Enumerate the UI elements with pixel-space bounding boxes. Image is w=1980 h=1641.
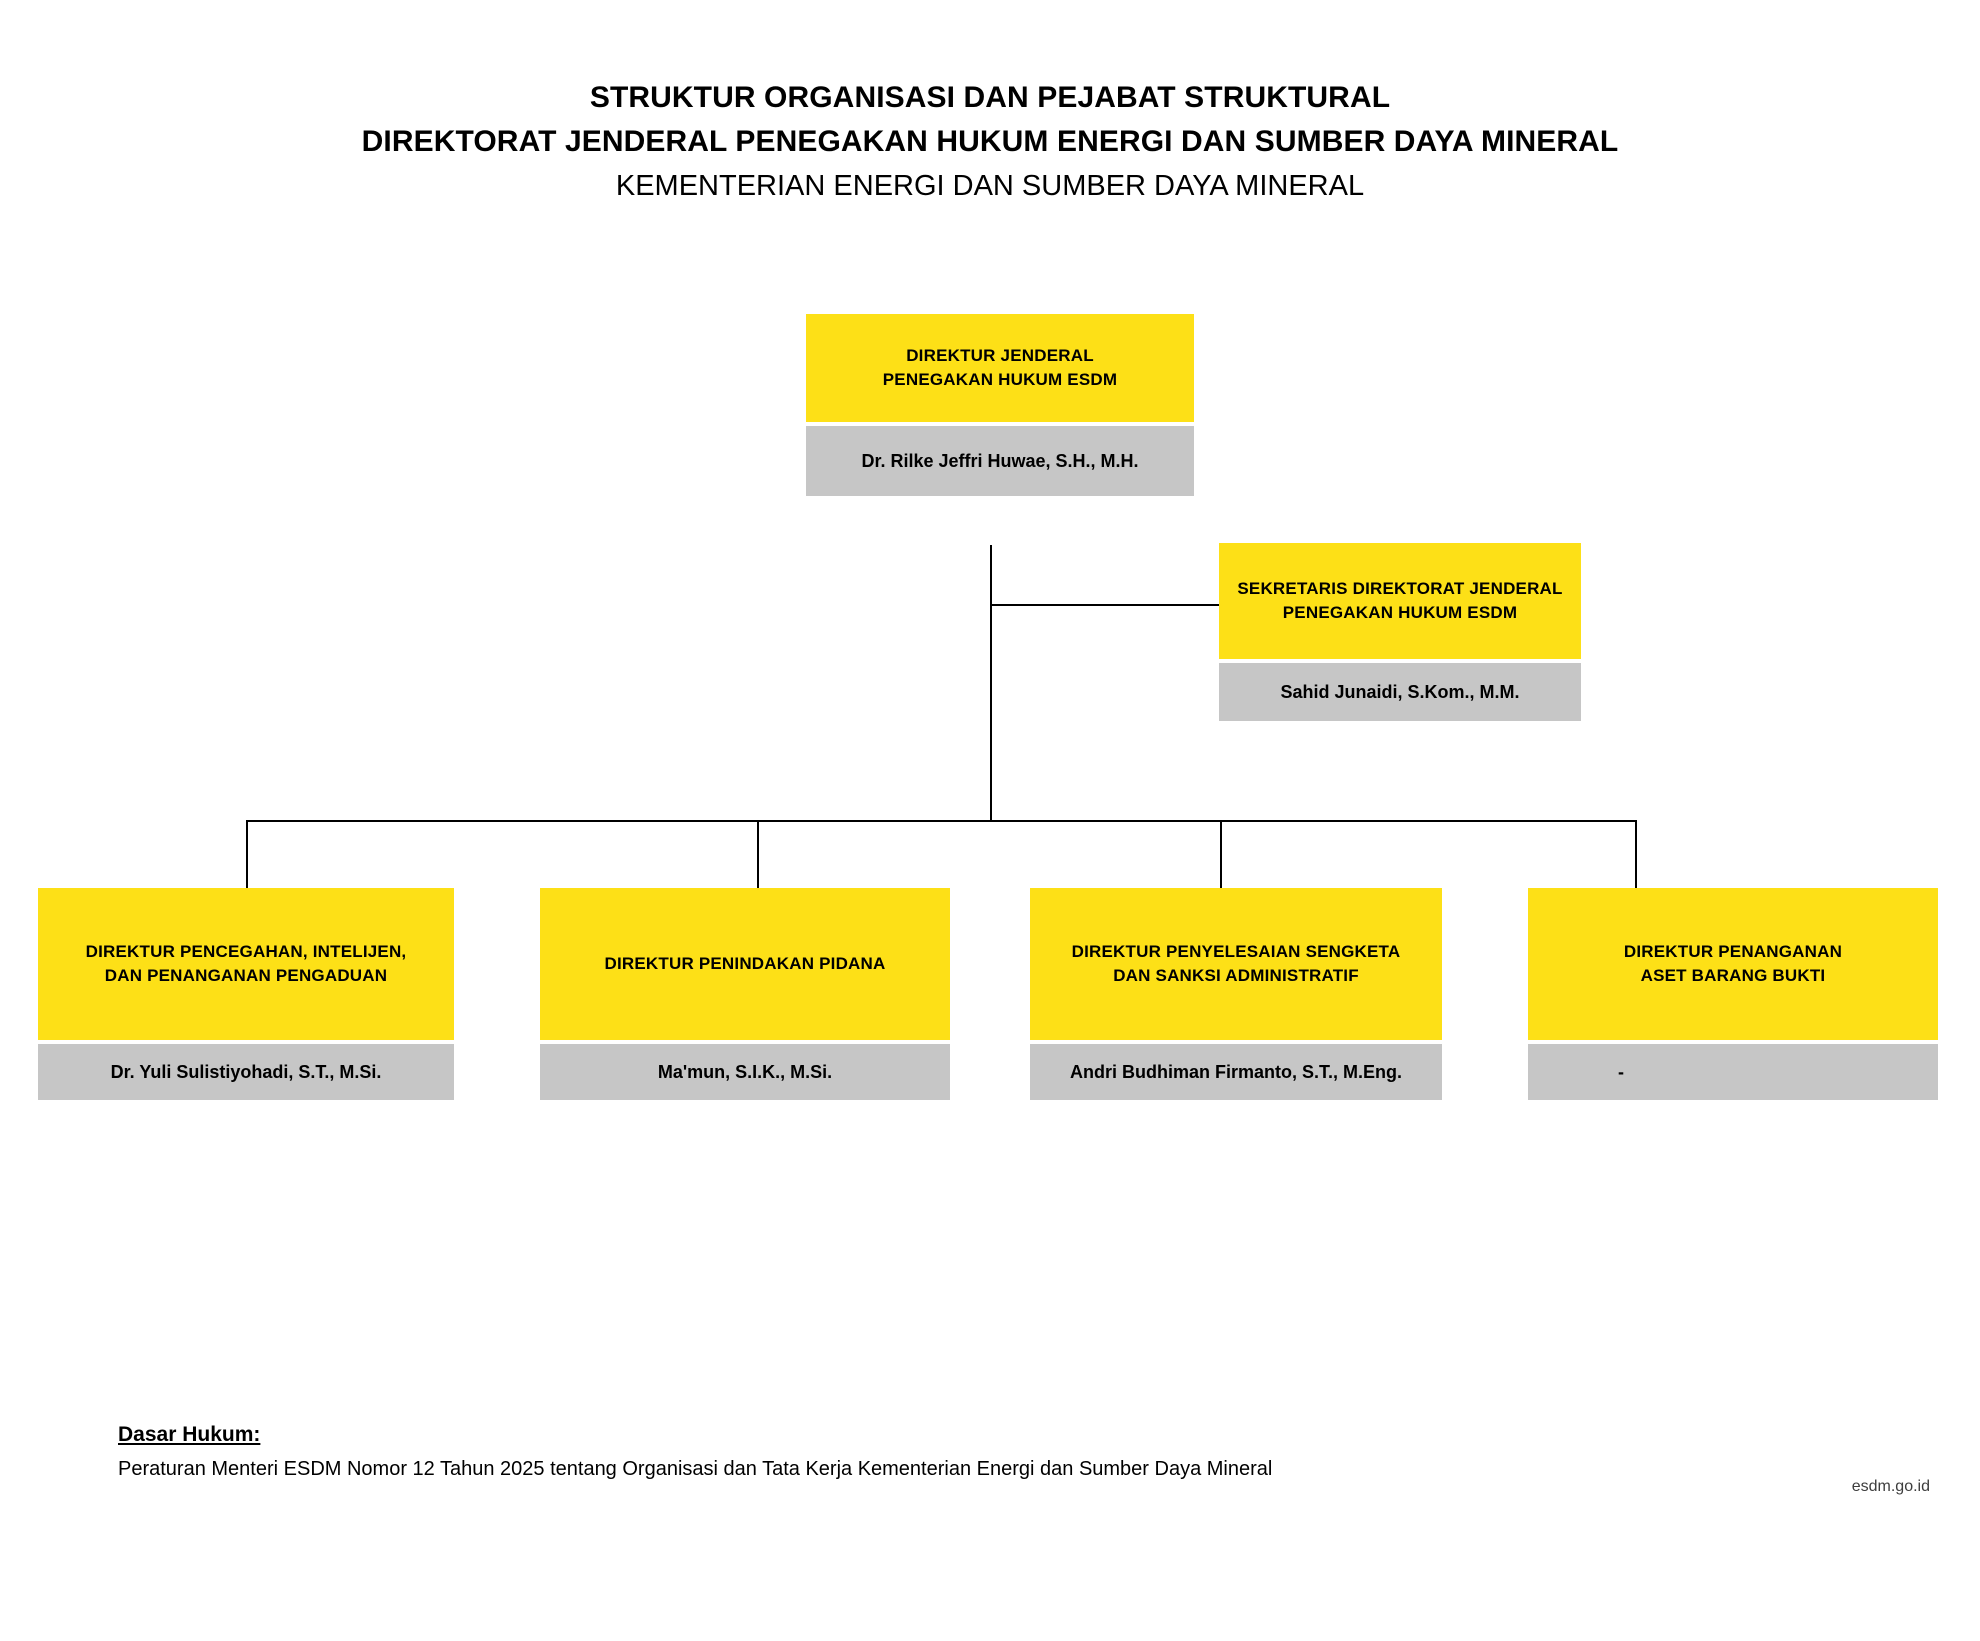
directorate-4-officer: - <box>1528 1044 1938 1100</box>
directorate-3-position: DIREKTUR PENYELESAIAN SENGKETA DAN SANKS… <box>1030 888 1442 1040</box>
connector-drop-3 <box>1220 820 1222 888</box>
connector-drop-2 <box>757 820 759 888</box>
secretary-position: SEKRETARIS DIREKTORAT JENDERAL PENEGAKAN… <box>1219 543 1581 659</box>
legal-basis-text: Peraturan Menteri ESDM Nomor 12 Tahun 20… <box>118 1458 1273 1480</box>
secretary-officer: Sahid Junaidi, S.Kom., M.M. <box>1219 663 1581 721</box>
connector-secretary-stub <box>990 604 1219 606</box>
node-secretary-directorate-general[interactable]: SEKRETARIS DIREKTORAT JENDERAL PENEGAKAN… <box>1219 543 1581 721</box>
page-title: STRUKTUR ORGANISASI DAN PEJABAT STRUKTUR… <box>0 76 1980 208</box>
connector-horizontal-bus <box>246 820 1637 822</box>
node-directorate-1[interactable]: DIREKTUR PENCEGAHAN, INTELIJEN, DAN PENA… <box>38 888 454 1100</box>
connector-trunk-main <box>990 545 992 822</box>
node-directorate-2[interactable]: DIREKTUR PENINDAKAN PIDANA Ma'mun, S.I.K… <box>540 888 950 1100</box>
title-line-1: STRUKTUR ORGANISASI DAN PEJABAT STRUKTUR… <box>589 81 1391 114</box>
connector-drop-4 <box>1635 820 1637 888</box>
directorate-4-position: DIREKTUR PENANGANAN ASET BARANG BUKTI <box>1528 888 1938 1040</box>
directorate-1-officer: Dr. Yuli Sulistiyohadi, S.T., M.Si. <box>38 1044 454 1100</box>
title-line-3: KEMENTERIAN ENERGI DAN SUMBER DAYA MINER… <box>615 170 1365 202</box>
legal-basis-heading: Dasar Hukum: <box>118 1423 261 1446</box>
director-general-officer: Dr. Rilke Jeffri Huwae, S.H., M.H. <box>806 426 1194 496</box>
title-line-2: DIREKTORAT JENDERAL PENEGAKAN HUKUM ENER… <box>361 125 1619 158</box>
director-general-position: DIREKTUR JENDERAL PENEGAKAN HUKUM ESDM <box>806 314 1194 422</box>
node-directorate-3[interactable]: DIREKTUR PENYELESAIAN SENGKETA DAN SANKS… <box>1030 888 1442 1100</box>
connector-drop-1 <box>246 820 248 888</box>
directorate-3-officer: Andri Budhiman Firmanto, S.T., M.Eng. <box>1030 1044 1442 1100</box>
node-directorate-4[interactable]: DIREKTUR PENANGANAN ASET BARANG BUKTI - <box>1528 888 1938 1100</box>
directorate-2-position: DIREKTUR PENINDAKAN PIDANA <box>540 888 950 1040</box>
directorate-2-officer: Ma'mun, S.I.K., M.Si. <box>540 1044 950 1100</box>
legal-basis-footer: Dasar Hukum: Peraturan Menteri ESDM Nomo… <box>118 1420 1272 1485</box>
site-watermark: esdm.go.id <box>1851 1478 1930 1495</box>
node-director-general[interactable]: DIREKTUR JENDERAL PENEGAKAN HUKUM ESDM D… <box>806 314 1194 496</box>
directorate-1-position: DIREKTUR PENCEGAHAN, INTELIJEN, DAN PENA… <box>38 888 454 1040</box>
